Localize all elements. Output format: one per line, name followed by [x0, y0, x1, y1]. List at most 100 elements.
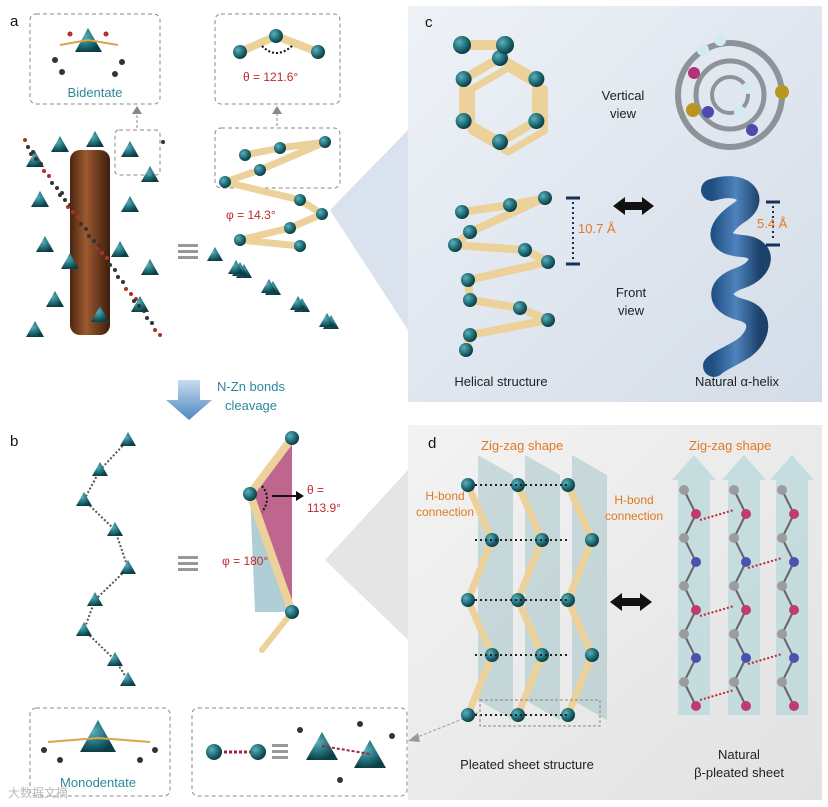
zn-node	[46, 291, 64, 307]
zn-node	[207, 247, 223, 261]
zn-atom	[319, 136, 331, 148]
backbone-atom	[679, 533, 689, 543]
hbond-left-line2: connection	[415, 505, 475, 519]
zn-node	[91, 306, 109, 322]
equiv-glyph-b	[178, 556, 198, 571]
zn-node	[141, 166, 159, 182]
backbone-atom	[729, 533, 739, 543]
backbone-atom	[691, 509, 701, 519]
ligand-atom	[121, 280, 125, 284]
zn-atom	[461, 593, 475, 607]
zn-atom	[459, 343, 473, 357]
natural-beta-caption-line1: Natural	[718, 747, 760, 762]
natural-beta-caption-line2: β-pleated sheet	[694, 765, 784, 780]
rod	[564, 651, 596, 719]
ligand-atom	[153, 328, 157, 332]
ligand-link	[114, 529, 129, 569]
zigzag-chain-b	[76, 432, 136, 686]
zn-atom	[461, 478, 475, 492]
hbond-line	[747, 557, 783, 569]
cleavage-label-line2: cleavage	[224, 398, 278, 413]
node-box-a	[214, 127, 341, 189]
backbone-atom	[691, 653, 701, 663]
backbone-atom	[789, 653, 799, 663]
ligand-atom	[137, 304, 141, 308]
rod	[504, 127, 548, 156]
zn-node	[120, 672, 136, 686]
natural-alpha-helix-caption: Natural α-helix	[694, 374, 780, 389]
ligand-link	[83, 629, 116, 661]
zn-node	[26, 321, 44, 337]
ligand-atom	[84, 227, 88, 231]
zn-atom	[538, 191, 552, 205]
zn-node	[228, 260, 244, 274]
panel-letter-d: d	[428, 435, 437, 452]
ligand-atom	[129, 292, 133, 296]
hbond-line	[699, 689, 735, 701]
ligand-atom	[76, 215, 80, 219]
ligand-atom	[79, 222, 83, 226]
zn-atom	[585, 533, 599, 547]
backbone-atom	[741, 605, 751, 615]
zn-atom	[294, 194, 306, 206]
ligand-atom	[58, 193, 62, 197]
zn-atom	[585, 648, 599, 662]
zn-node	[76, 622, 92, 636]
phi-label-a: φ = 14.3°	[226, 208, 276, 222]
ligand-atom	[26, 145, 30, 149]
watermark: 大数据文摘	[8, 786, 69, 800]
ligand-atom	[124, 287, 128, 291]
backbone-atom	[741, 509, 751, 519]
rod	[236, 236, 304, 250]
ligand-atom	[92, 239, 96, 243]
backbone-atom	[679, 677, 689, 687]
zigzag-label-right: Zig-zag shape	[689, 438, 772, 453]
ligand-atom	[158, 333, 162, 337]
bidentate-label: Bidentate	[67, 85, 123, 100]
zn-atom	[463, 225, 477, 239]
zn-atom	[492, 50, 508, 66]
ligand-atom	[150, 321, 154, 325]
ligand-atom	[23, 138, 27, 142]
backbone-atom	[679, 629, 689, 639]
ligand-atom	[145, 316, 149, 320]
monodentate-label: Monodentate	[60, 775, 136, 790]
dimer-box-b	[191, 707, 408, 797]
rod	[466, 296, 524, 312]
panel-letter-b: b	[10, 433, 19, 450]
ligand-atom	[29, 152, 33, 156]
zigzag-label-left: Zig-zag shape	[481, 438, 564, 453]
beta-strand	[770, 455, 814, 715]
backbone-atom	[777, 485, 787, 495]
zn-atom	[511, 708, 525, 722]
equiv-glyph-a	[178, 244, 198, 259]
rod	[221, 178, 304, 204]
zn-node	[120, 560, 136, 574]
zn-node	[36, 236, 54, 252]
backbone-atom	[729, 485, 739, 495]
zn-node	[290, 296, 306, 310]
zn-node	[61, 253, 79, 269]
theta-label-b-line2: 113.9°	[307, 501, 341, 515]
rod	[468, 64, 512, 93]
zn-atom	[461, 273, 475, 287]
backbone-atom	[777, 629, 787, 639]
zn-atom	[284, 222, 296, 234]
ring-diagram	[675, 34, 789, 150]
ligand-link	[99, 439, 129, 471]
backbone-atom	[729, 581, 739, 591]
rod	[514, 536, 546, 604]
backbone-atom	[777, 677, 787, 687]
backbone-atom	[729, 629, 739, 639]
panel-letter-a: a	[10, 13, 19, 30]
zn-atom	[455, 113, 472, 129]
helical-structure-caption: Helical structure	[454, 374, 548, 389]
pitch-label-right: 5.4 Å	[757, 216, 788, 231]
panel-c-projection	[330, 130, 408, 330]
zn-atom	[496, 36, 514, 54]
pitch-marker-right	[766, 200, 780, 247]
theta-angle-a	[233, 29, 325, 59]
helix-front-view	[448, 191, 555, 357]
ligand-atom	[47, 174, 51, 178]
zn-atom	[463, 293, 477, 307]
